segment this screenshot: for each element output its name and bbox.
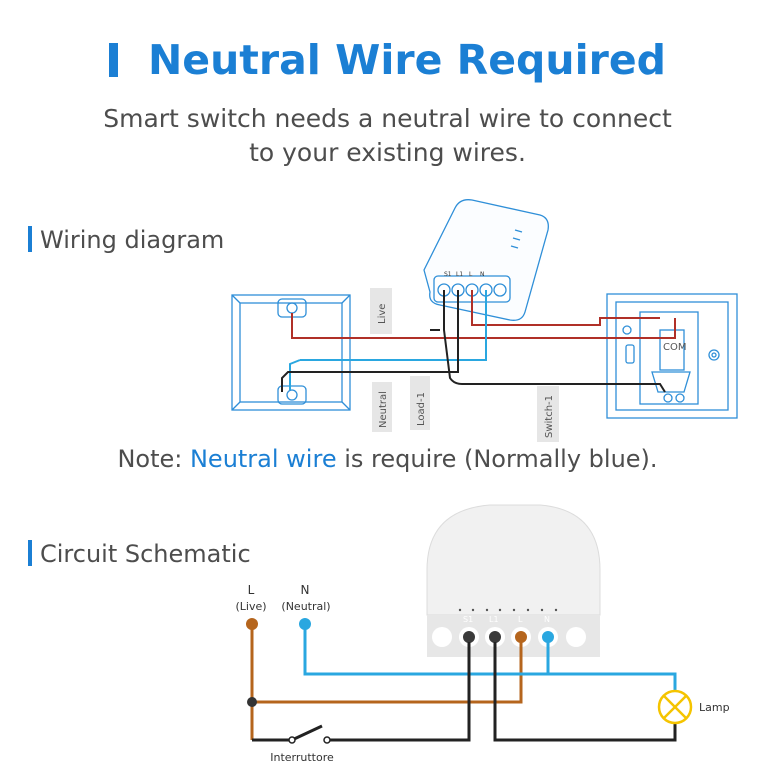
neutral-label: Neutral bbox=[378, 391, 389, 428]
wiring-diagram: COM S1 L1 L N bbox=[231, 199, 738, 442]
live-label: L bbox=[248, 583, 255, 597]
module-terminal-s1: S1 bbox=[444, 271, 452, 278]
neutral-terminal-dot bbox=[299, 618, 311, 630]
wire-labels: Live Neutral Load-1 Switch-1 bbox=[370, 288, 559, 442]
switch-contact-left bbox=[288, 736, 296, 744]
junction-box bbox=[231, 294, 351, 411]
switch-contact-right bbox=[323, 736, 331, 744]
section-accent-bar bbox=[28, 226, 32, 252]
com-label: COM bbox=[663, 342, 686, 353]
subtitle-line-2: to your existing wires. bbox=[249, 138, 526, 167]
schem-terminal-l1: L1 bbox=[489, 615, 499, 624]
page-title: Neutral Wire Required bbox=[0, 36, 775, 84]
wiring-wires bbox=[281, 290, 676, 393]
schem-terminal-s1: S1 bbox=[463, 615, 473, 624]
live-sub-label: (Live) bbox=[235, 600, 266, 613]
subtitle: Smart switch needs a neutral wire to con… bbox=[60, 102, 715, 170]
smart-module bbox=[423, 199, 549, 321]
lamp-icon bbox=[657, 689, 693, 725]
live-label: Live bbox=[377, 304, 388, 324]
live-terminal-dot bbox=[246, 618, 258, 630]
title-text: Neutral Wire Required bbox=[147, 36, 667, 84]
module-terminal-n: N bbox=[480, 271, 485, 278]
neutral-label: N bbox=[301, 583, 310, 597]
schem-terminal-l: L bbox=[518, 615, 523, 624]
neutral-note: Note: Neutral wire is require (Normally … bbox=[117, 445, 658, 473]
wiring-heading: Wiring diagram bbox=[28, 226, 224, 254]
section-accent-bar bbox=[28, 540, 32, 566]
module-terminal-l: L bbox=[469, 271, 473, 278]
title-accent-bar bbox=[108, 43, 118, 77]
junction-dot bbox=[247, 697, 257, 707]
circuit-schematic: S1 L1 L N L (Live) N (Neutral) bbox=[235, 504, 730, 764]
schematic-module bbox=[426, 504, 601, 657]
load-label: Load-1 bbox=[416, 392, 427, 426]
schematic-wires bbox=[250, 624, 677, 742]
neutral-sub-label: (Neutral) bbox=[281, 600, 330, 613]
switch-label: Switch-1 bbox=[544, 395, 555, 438]
switch-label: Interruttore bbox=[270, 751, 334, 764]
schem-terminal-n: N bbox=[544, 615, 550, 624]
neutral-wire-highlight: Neutral wire bbox=[189, 445, 337, 473]
schematic-heading: Circuit Schematic bbox=[28, 540, 251, 568]
wall-switch bbox=[606, 293, 738, 419]
lamp-label: Lamp bbox=[699, 701, 730, 714]
subtitle-line-1: Smart switch needs a neutral wire to con… bbox=[103, 104, 672, 133]
module-terminal-l1: L1 bbox=[456, 271, 463, 278]
